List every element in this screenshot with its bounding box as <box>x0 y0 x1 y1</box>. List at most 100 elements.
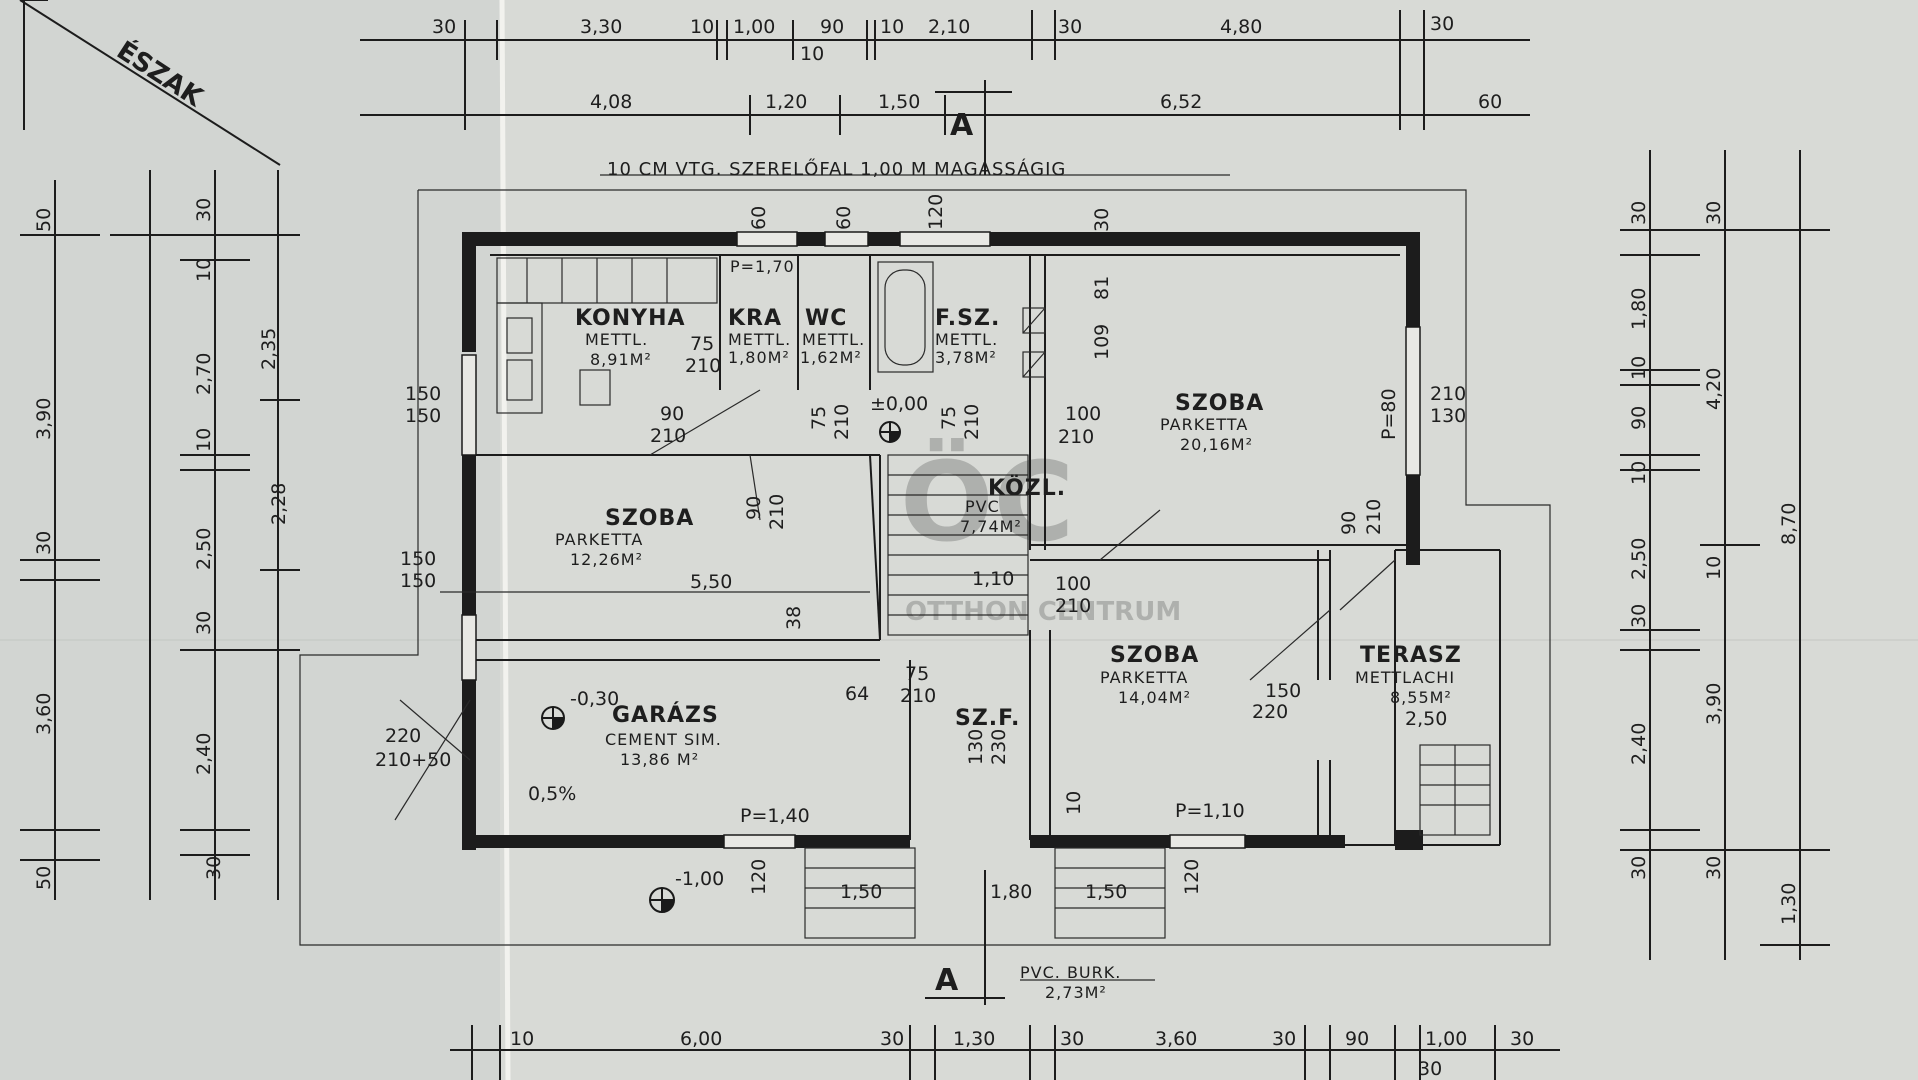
outer-walls <box>462 232 1423 850</box>
svg-text:30: 30 <box>1628 856 1650 880</box>
svg-text:210+50: 210+50 <box>375 749 451 771</box>
entrance-steps <box>804 744 1491 939</box>
svg-text:TERASZ: TERASZ <box>1360 643 1462 668</box>
svg-text:2,50: 2,50 <box>1405 708 1447 730</box>
svg-text:2,35: 2,35 <box>258 328 280 370</box>
svg-text:1,50: 1,50 <box>1085 881 1127 903</box>
svg-text:SZOBA: SZOBA <box>1110 643 1199 668</box>
svg-text:5,50: 5,50 <box>690 571 732 593</box>
svg-text:ÖC: ÖC <box>900 437 1074 566</box>
svg-text:30: 30 <box>1060 1028 1084 1050</box>
svg-text:81: 81 <box>1091 276 1113 300</box>
svg-text:150: 150 <box>405 405 441 427</box>
svg-text:2,40: 2,40 <box>193 733 215 775</box>
watermark-logo: ÖC OTTHON CENTRUM <box>900 437 1181 627</box>
svg-text:0,5%: 0,5% <box>528 783 576 805</box>
svg-text:METTL.: METTL. <box>935 330 998 349</box>
svg-text:1,50: 1,50 <box>878 91 920 113</box>
room-szoba-s: SZOBA PARKETTA 14,04M² <box>1100 643 1199 707</box>
svg-text:PVC. BURK.: PVC. BURK. <box>1020 963 1121 982</box>
svg-text:30: 30 <box>193 198 215 222</box>
svg-text:120: 120 <box>748 859 770 895</box>
svg-text:10: 10 <box>880 16 904 38</box>
svg-text:75: 75 <box>690 333 714 355</box>
site-outline <box>299 189 1551 946</box>
svg-text:30: 30 <box>1272 1028 1296 1050</box>
svg-text:10: 10 <box>800 43 824 65</box>
kitchen-counters <box>496 257 718 414</box>
svg-text:90: 90 <box>1628 406 1650 430</box>
svg-text:30: 30 <box>1430 13 1454 35</box>
paper-fold <box>499 0 511 1080</box>
right-dimension-lines <box>1620 150 1830 960</box>
svg-text:CEMENT SIM.: CEMENT SIM. <box>605 730 722 749</box>
svg-text:P=1,10: P=1,10 <box>1175 800 1245 822</box>
svg-text:4,20: 4,20 <box>1703 368 1725 410</box>
svg-text:30: 30 <box>203 856 225 880</box>
svg-text:120: 120 <box>925 194 947 230</box>
svg-text:3,90: 3,90 <box>33 398 55 440</box>
room-szf: SZ.F. <box>955 706 1019 731</box>
svg-text:3,78M²: 3,78M² <box>935 348 997 367</box>
svg-text:8,70: 8,70 <box>1778 503 1800 545</box>
svg-text:13,86 M²: 13,86 M² <box>620 750 699 769</box>
svg-text:90: 90 <box>1345 1028 1369 1050</box>
svg-text:PARKETTA: PARKETTA <box>555 530 643 549</box>
room-wc: WC METTL. 1,62M² <box>800 306 865 367</box>
svg-text:90: 90 <box>1338 511 1360 535</box>
svg-text:100: 100 <box>1065 403 1101 425</box>
room-terasz: TERASZ METTLACHI 8,55M² <box>1355 643 1462 707</box>
svg-text:2,40: 2,40 <box>1628 723 1650 765</box>
svg-text:8,91M²: 8,91M² <box>590 350 652 369</box>
top-dims-row2: 4,08 1,20 1,50 6,52 60 <box>590 91 1502 113</box>
svg-text:KÖZL.: KÖZL. <box>988 475 1066 501</box>
svg-text:1,30: 1,30 <box>1778 883 1800 925</box>
svg-text:30: 30 <box>1703 201 1725 225</box>
svg-text:150: 150 <box>405 383 441 405</box>
svg-text:A: A <box>950 108 974 143</box>
svg-text:220: 220 <box>385 725 421 747</box>
svg-text:2,73M²: 2,73M² <box>1045 983 1107 1002</box>
svg-text:8,55M²: 8,55M² <box>1390 688 1452 707</box>
left-dims-mid: 30 10 2,70 10 2,50 30 2,40 30 <box>193 198 225 880</box>
svg-text:2,50: 2,50 <box>1628 538 1650 580</box>
svg-text:6,52: 6,52 <box>1160 91 1202 113</box>
svg-text:210: 210 <box>766 494 788 530</box>
level-values: ±0,00 -0,30 -1,00 0,5% <box>528 393 928 890</box>
svg-text:10: 10 <box>1628 461 1650 485</box>
svg-text:10: 10 <box>1063 791 1085 815</box>
svg-text:210: 210 <box>961 404 983 440</box>
svg-text:210: 210 <box>1363 499 1385 535</box>
svg-text:3,60: 3,60 <box>1155 1028 1197 1050</box>
svg-text:SZOBA: SZOBA <box>605 506 694 531</box>
svg-text:60: 60 <box>748 206 770 230</box>
svg-text:P=1,40: P=1,40 <box>740 805 810 827</box>
svg-text:90: 90 <box>820 16 844 38</box>
svg-text:SZOBA: SZOBA <box>1175 391 1264 416</box>
entrance-label: PVC. BURK. 2,73M² <box>1020 963 1155 1002</box>
svg-text:230: 230 <box>988 729 1010 765</box>
svg-text:75: 75 <box>938 406 960 430</box>
svg-text:1,80M²: 1,80M² <box>728 348 790 367</box>
svg-text:30: 30 <box>1628 201 1650 225</box>
svg-text:109: 109 <box>1091 324 1113 360</box>
svg-text:PVC: PVC <box>965 497 1000 516</box>
svg-text:7,74M²: 7,74M² <box>960 517 1022 536</box>
right-dims-outer: 8,70 1,30 <box>1778 503 1800 925</box>
svg-text:METTL.: METTL. <box>802 330 865 349</box>
svg-text:10: 10 <box>1628 356 1650 380</box>
svg-text:220: 220 <box>1252 701 1288 723</box>
svg-text:METTL.: METTL. <box>728 330 791 349</box>
svg-text:30: 30 <box>880 1028 904 1050</box>
svg-text:KONYHA: KONYHA <box>575 306 686 331</box>
room-szoba-ne: SZOBA PARKETTA 20,16M² <box>1160 391 1264 454</box>
svg-text:60: 60 <box>833 206 855 230</box>
svg-text:1,50: 1,50 <box>840 881 882 903</box>
svg-text:METTLACHI: METTLACHI <box>1355 668 1455 687</box>
svg-text:10: 10 <box>193 258 215 282</box>
svg-text:30: 30 <box>1058 16 1082 38</box>
svg-text:30: 30 <box>1703 856 1725 880</box>
top-dim-ticks <box>464 10 1425 135</box>
